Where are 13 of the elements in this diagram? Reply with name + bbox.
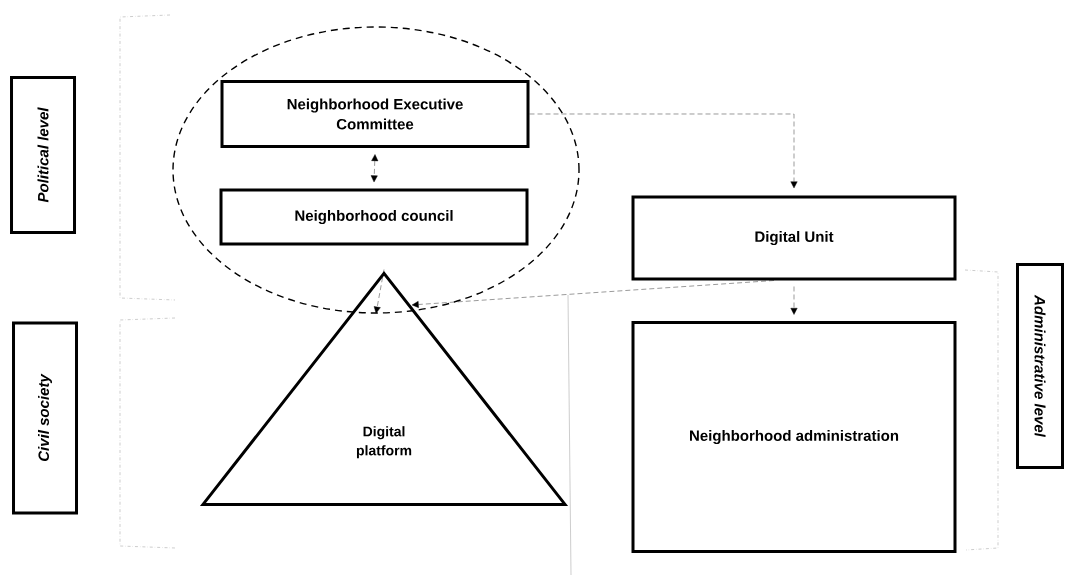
arrow (529, 113, 798, 189)
arrow (373, 269, 385, 314)
level-box: Political level (10, 76, 76, 234)
arrow (790, 286, 798, 315)
dashed-circle (172, 26, 580, 314)
process-box: Neighborhood administration (631, 321, 957, 553)
level-box: Civil society (12, 321, 78, 515)
process-box: Neighborhood council (219, 188, 529, 246)
arrow (370, 154, 379, 183)
process-box: Neighborhood Executive Committee (220, 80, 530, 148)
arrow (411, 280, 775, 308)
level-box: Administrative level (1016, 263, 1064, 469)
process-box: Digital Unit (631, 195, 957, 281)
